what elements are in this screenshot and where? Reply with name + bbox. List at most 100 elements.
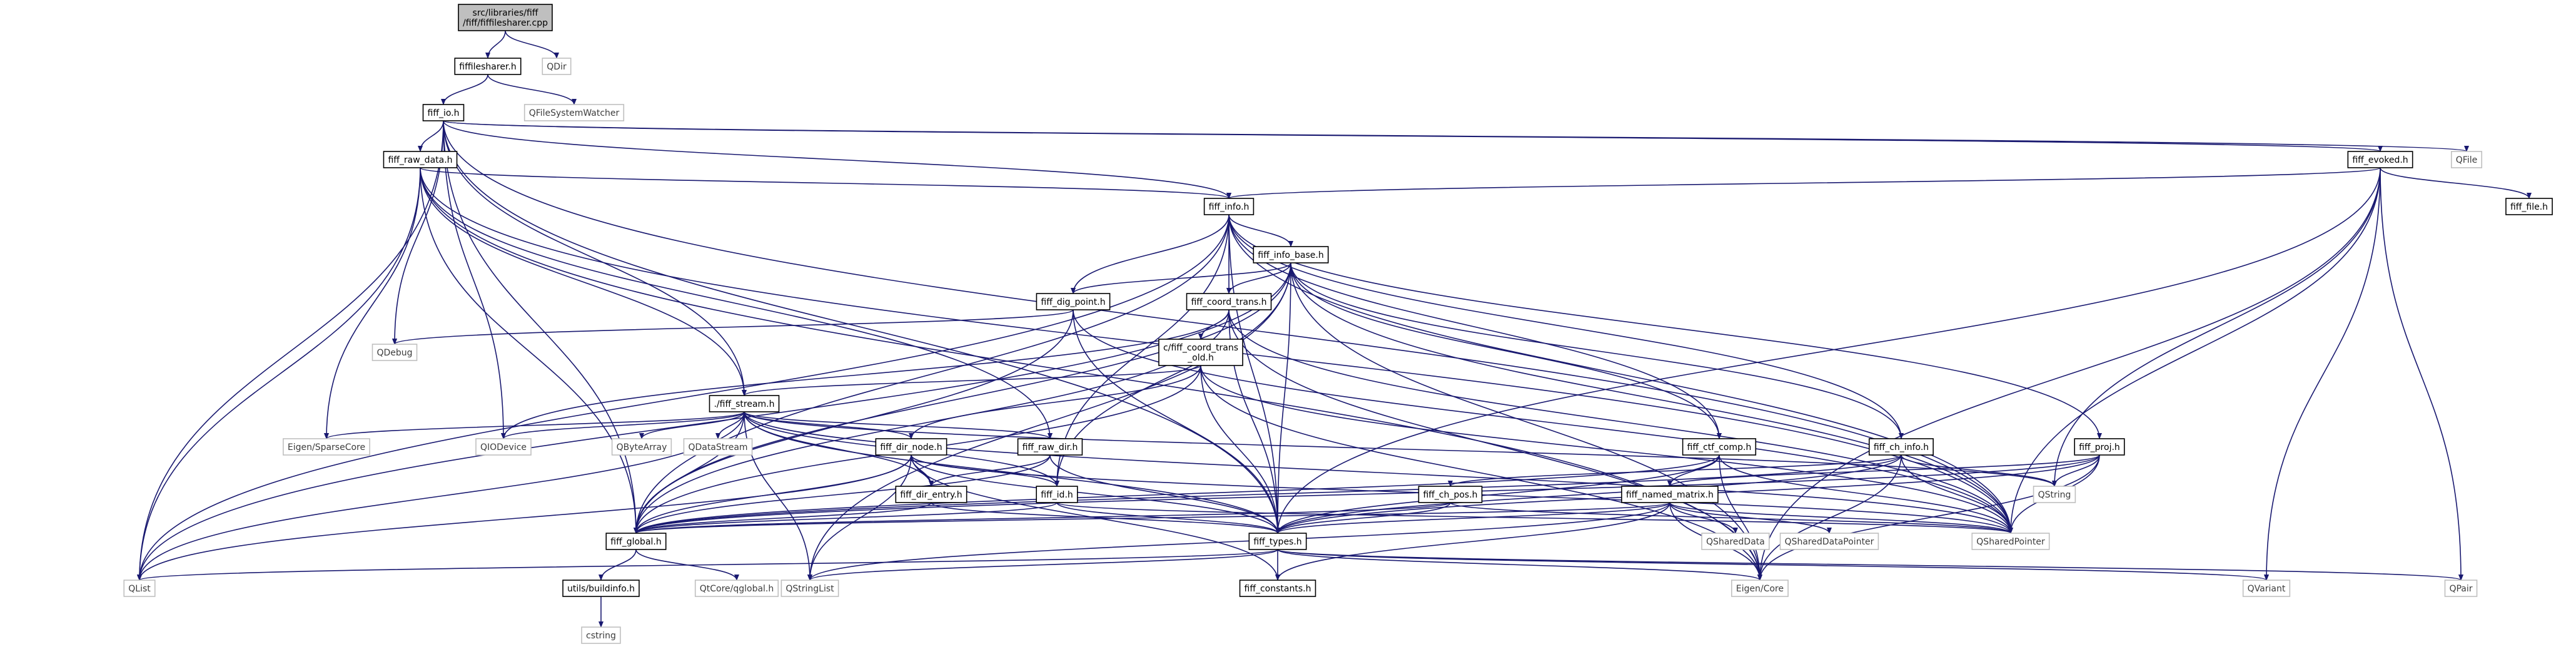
edge-fiff-proj-h-to-eigen-core — [1757, 454, 2100, 581]
edge-fiff-info-base-h-to-eigen-core — [1290, 262, 1762, 581]
node-label: fiffilesharer.h — [459, 62, 516, 72]
node-fiff-evoked-h[interactable]: fiff_evoked.h — [2347, 151, 2413, 168]
edge-fiff-io-h-to-qlist — [137, 120, 444, 581]
node-box — [523, 104, 625, 121]
edge-fiff-stream-h-to-fiff-raw-dir-h — [744, 411, 1053, 439]
node-box — [2242, 580, 2291, 597]
node-label: fiff_info_base.h — [1258, 250, 1323, 260]
node-label: utils/buildinfo.h — [567, 584, 635, 594]
edge-fiff-info-base-h-to-qstringlist — [807, 262, 1291, 581]
node-box — [371, 344, 418, 361]
node-root[interactable]: src/libraries/fiff/fiff/fiffilesharer.cp… — [458, 4, 553, 31]
node-qdir: QDir — [542, 58, 572, 75]
node-label: cstring — [586, 631, 616, 641]
edge-fiff-stream-h-to-qsharedpointer — [744, 411, 2013, 534]
node-fiff-io-h[interactable]: fiff_io.h — [422, 104, 465, 121]
node-fiff-dir-node-h[interactable]: fiff_dir_node.h — [875, 438, 947, 456]
edge-fiff-dig-point-h-to-qdebug — [392, 309, 1074, 345]
node-label: fiff_coord_trans.h — [1191, 297, 1266, 307]
node-fiff-ctf-comp-h[interactable]: fiff_ctf_comp.h — [1682, 438, 1757, 456]
edge-fiff-ch-info-h-to-fiff-ch-pos-h — [1448, 454, 1902, 487]
node-box — [1158, 339, 1243, 366]
node-box — [1186, 293, 1272, 310]
node-label: fiff_dir_node.h — [880, 442, 942, 452]
node-fiff-stream-h[interactable]: ./fiff_stream.h — [709, 395, 780, 412]
node-fiff-ch-info-h[interactable]: fiff_ch_info.h — [1869, 438, 1934, 456]
edge-fiffilesharer-h-to-qfilesystemwatcher — [487, 74, 577, 105]
edge-fiff-named-matrix-h-to-fiff-constants-h — [1275, 502, 1670, 581]
node-label: fiff_io.h — [428, 108, 460, 118]
edge-fiff-raw-data-h-to-qlist — [137, 167, 421, 581]
node-box — [422, 104, 465, 121]
node-label: QDir — [547, 62, 567, 72]
node-fiff-info-base-h[interactable]: fiff_info_base.h — [1253, 246, 1329, 263]
node-fiff-proj-h[interactable]: fiff_proj.h — [2074, 438, 2125, 456]
node-fiff-raw-dir-h[interactable]: fiff_raw_dir.h — [1017, 438, 1083, 456]
node-box — [1971, 533, 2050, 550]
edge-fiff-proj-h-to-qstring — [2052, 454, 2100, 487]
node-qsharedpointer: QSharedPointer — [1971, 533, 2050, 550]
edge-fiff-info-h-to-fiff-id-h — [1054, 214, 1230, 487]
node-box — [2347, 151, 2413, 168]
node-c-fiff-coord-trans-old-h[interactable]: c/fiff_coord_trans_old.h — [1158, 339, 1243, 366]
node-label: QString — [2038, 490, 2071, 500]
node-fiff-coord-trans-h[interactable]: fiff_coord_trans.h — [1186, 293, 1272, 310]
node-fiff-dir-entry-h[interactable]: fiff_dir_entry.h — [895, 486, 967, 503]
node-label: /fiff/fiffilesharer.cpp — [463, 18, 548, 28]
node-fiff-info-h[interactable]: fiff_info.h — [1203, 198, 1255, 215]
node-box — [2444, 580, 2478, 597]
node-qshareddatapointer: QSharedDataPointer — [1779, 533, 1879, 550]
node-label: QList — [128, 584, 151, 594]
node-box — [1036, 486, 1078, 503]
edge-fiff-evoked-h-to-qvariant — [2264, 167, 2381, 581]
node-fiff-named-matrix-h[interactable]: fiff_named_matrix.h — [1621, 486, 1719, 503]
node-fiff-global-h[interactable]: fiff_global.h — [605, 533, 667, 550]
node-fiff-file-h[interactable]: fiff_file.h — [2505, 198, 2553, 215]
node-label: fiff_ctf_comp.h — [1687, 442, 1752, 452]
node-label: _old.h — [1187, 353, 1214, 363]
edge-fiff-stream-h-to-qbytearray — [639, 411, 745, 439]
node-box — [1036, 293, 1111, 310]
edge-fiff-ctf-comp-h-to-eigen-core — [1719, 454, 1762, 581]
edge-fiff-ch-info-h-to-fiff-global-h — [634, 454, 1902, 534]
node-label: QtCore/qglobal.h — [700, 584, 774, 594]
edge-fiff-dir-node-h-to-fiff-dir-entry-h — [911, 454, 934, 487]
edge-fiff-io-h-to-qiodevice — [443, 120, 506, 439]
edge-fiff-named-matrix-h-to-fiff-types-h — [1275, 502, 1670, 534]
node-fiff-raw-data-h[interactable]: fiff_raw_data.h — [383, 151, 458, 168]
edge-fiff-raw-data-h-to-fiff-info-h — [420, 167, 1231, 199]
node-box — [383, 151, 458, 168]
edge-fiff-types-h-to-qvariant — [1277, 549, 2269, 581]
node-label: QIODevice — [480, 442, 527, 452]
node-box — [1779, 533, 1879, 550]
node-box — [895, 486, 967, 503]
edge-fiff-ch-pos-h-to-fiff-global-h — [634, 502, 1451, 534]
node-qstringlist: QStringList — [780, 580, 839, 597]
node-fiffilesharer-h[interactable]: fiffilesharer.h — [454, 58, 522, 75]
node-fiff-constants-h[interactable]: fiff_constants.h — [1239, 580, 1316, 597]
node-box — [283, 438, 370, 456]
edge-fiff-ch-info-h-to-qstring — [1901, 454, 2057, 487]
node-label: c/fiff_coord_trans — [1163, 343, 1238, 353]
edge-fiff-io-h-to-fiff-types-h — [443, 120, 1280, 534]
node-eigen-sparsecore: Eigen/SparseCore — [283, 438, 370, 456]
node-fiff-ch-pos-h[interactable]: fiff_ch_pos.h — [1418, 486, 1483, 503]
edge-fiff-dir-node-h-to-qlist — [137, 454, 912, 581]
edge-fiffilesharer-h-to-fiff-io-h — [441, 74, 488, 105]
edge-c-fiff-coord-trans-old-h-to-fiff-dir-node-h — [909, 365, 1201, 439]
edge-fiff-info-h-to-fiff-dig-point-h — [1071, 214, 1230, 294]
edge-fiff-types-h-to-qpair — [1277, 549, 2463, 581]
edge-fiff-raw-data-h-to-fiff-global-h — [420, 167, 639, 534]
edge-fiff-io-h-to-fiff-info-h — [443, 120, 1231, 199]
node-utils-buildinfo-h[interactable]: utils/buildinfo.h — [562, 580, 640, 597]
node-qlist: QList — [123, 580, 156, 597]
node-box — [2033, 486, 2076, 503]
edge-fiff-id-h-to-fiff-global-h — [634, 502, 1058, 534]
node-fiff-dig-point-h[interactable]: fiff_dig_point.h — [1036, 293, 1111, 310]
edge-fiff-raw-data-h-to-fiff-raw-dir-h — [420, 167, 1053, 439]
node-fiff-types-h[interactable]: fiff_types.h — [1248, 533, 1307, 550]
node-fiff-id-h[interactable]: fiff_id.h — [1036, 486, 1078, 503]
node-qtcore-qglobal-h: QtCore/qglobal.h — [694, 580, 779, 597]
node-box — [1203, 198, 1255, 215]
node-label: QFileSystemWatcher — [529, 108, 620, 118]
